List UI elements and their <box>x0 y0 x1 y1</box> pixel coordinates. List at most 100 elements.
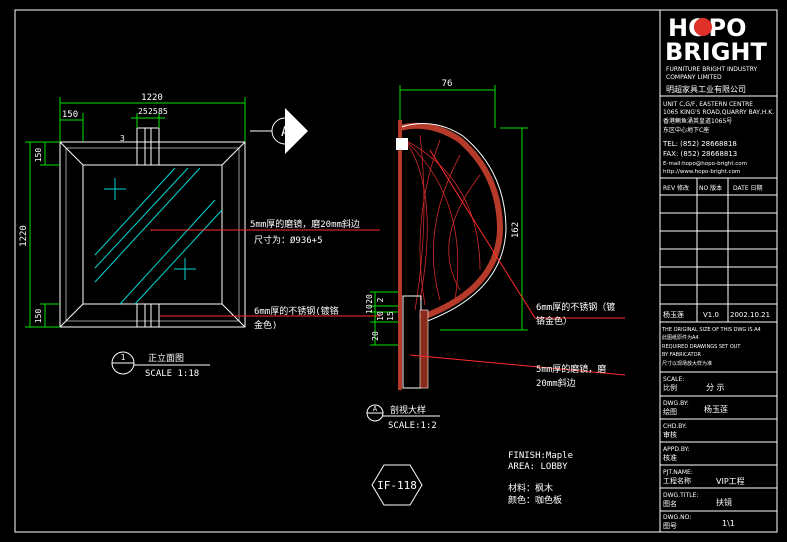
svg-text:图号: 图号 <box>663 522 677 530</box>
svg-text:http://www.hopo-bright.com: http://www.hopo-bright.com <box>663 169 740 175</box>
svg-text:E-mail:hopo@hopo-bright.com: E-mail:hopo@hopo-bright.com <box>663 161 747 167</box>
svg-text:东区中心地下C座: 东区中心地下C座 <box>663 126 709 134</box>
svg-text:核准: 核准 <box>663 453 677 462</box>
front-view-title: 正立面图 <box>148 352 184 364</box>
note-glass-line1: 5mm厚的磨镜，磨20mm斜边 <box>250 218 360 230</box>
svg-text:CHD.BY:: CHD.BY: <box>663 423 687 430</box>
section-caption: A 剖视大样 SCALE:1:2 <box>366 404 440 431</box>
title-block: HOPO BRIGHT FURNITURE BRIGHT INDUSTRY CO… <box>659 10 777 532</box>
svg-text:10: 10 <box>365 304 374 314</box>
front-dimension-lines <box>25 97 246 328</box>
svg-text:杨玉莲: 杨玉莲 <box>663 310 684 319</box>
svg-text:香港鲗鱼涌英皇道1065号: 香港鲗鱼涌英皇道1065号 <box>663 117 732 125</box>
svg-text:15: 15 <box>386 311 395 321</box>
svg-text:APPD.BY:: APPD.BY: <box>663 446 690 453</box>
dim-offset-150: 150 <box>62 110 78 120</box>
svg-text:BY FABRICATOR: BY FABRICATOR <box>662 352 702 358</box>
front-leaders <box>150 229 380 317</box>
note-steel-line2: 金色) <box>254 319 277 331</box>
svg-text:UNIT C,G/F, EASTERN CENTRE: UNIT C,G/F, EASTERN CENTRE <box>663 101 753 108</box>
frame-outer <box>59 141 246 328</box>
svg-text:20: 20 <box>365 294 374 304</box>
svg-text:DWG.TITLE:: DWG.TITLE: <box>663 492 698 499</box>
code-tag: IF-118 <box>371 464 423 506</box>
section-marker-a: A <box>250 108 308 154</box>
section-hatch-arcs <box>404 134 481 311</box>
dim-top-150: 150 <box>34 148 43 163</box>
svg-text:A: A <box>373 405 378 413</box>
svg-text:REV 修改: REV 修改 <box>663 184 689 192</box>
svg-text:分 示: 分 示 <box>706 383 725 392</box>
svg-text:杨玉莲: 杨玉莲 <box>704 404 728 414</box>
svg-text:DWG.NO:: DWG.NO: <box>663 514 691 521</box>
svg-text:THE ORIGINAL SIZE OF THIS DWG: THE ORIGINAL SIZE OF THIS DWG IS A4 <box>661 327 761 333</box>
sparkle-marks <box>104 178 196 280</box>
dim-overall-height: 1220 <box>19 225 29 247</box>
section-scale: SCALE:1:2 <box>388 421 437 431</box>
svg-text:1\1: 1\1 <box>722 519 735 528</box>
svg-text:2002.10.21: 2002.10.21 <box>730 311 770 319</box>
svg-text:1065 KING'S ROAD,QUARRY BAY,H.: 1065 KING'S ROAD,QUARRY BAY,H.K. <box>663 109 774 116</box>
svg-text:扶镜: 扶镜 <box>716 497 732 507</box>
area-line: AREA: LOBBY <box>508 462 568 472</box>
svg-text:VIP工程: VIP工程 <box>716 477 745 486</box>
svg-text:FURNITURE BRIGHT INDUSTRY: FURNITURE BRIGHT INDUSTRY <box>666 66 758 73</box>
logo-dot-icon <box>694 18 712 36</box>
svg-text:COMPANY LIMITED: COMPANY LIMITED <box>666 74 722 81</box>
note-steel-line1: 6mm厚的不锈钢(镀铬 <box>254 305 339 317</box>
curved-frame <box>399 122 504 321</box>
dim-overall-width: 1220 <box>141 93 163 103</box>
note-glass2-line1: 5mm厚的磨镜，磨 <box>536 363 606 375</box>
logo-bottom: BRIGHT <box>665 38 767 66</box>
svg-text:FAX: (852) 28668813: FAX: (852) 28668813 <box>663 150 737 158</box>
svg-text:20: 20 <box>371 331 380 341</box>
section-view: 76 162 20 2 10 10 15 20 A 剖视大样 <box>365 79 528 431</box>
section-leaders <box>409 149 626 376</box>
svg-text:1: 1 <box>121 353 126 362</box>
svg-text:DATE 日期: DATE 日期 <box>733 184 763 192</box>
material-line: 材料：枫木 <box>508 482 553 494</box>
svg-text:NO 版本: NO 版本 <box>699 184 722 192</box>
svg-text:TEL: (852) 28668818: TEL: (852) 28668818 <box>662 140 737 148</box>
glass-hatch <box>94 167 223 305</box>
svg-text:尺寸以现场放大样为准: 尺寸以现场放大样为准 <box>662 360 712 367</box>
section-title: 剖视大样 <box>390 404 426 416</box>
dim-small-a: 25 <box>138 107 148 116</box>
front-view-scale: SCALE 1:18 <box>145 369 199 379</box>
finish-line: FINISH:Maple <box>508 451 573 461</box>
company-cn: 明超家具工业有限公司 <box>666 84 746 94</box>
svg-text:图名: 图名 <box>663 499 677 508</box>
bottom-bracket <box>136 303 160 328</box>
svg-text:V1.0: V1.0 <box>703 311 719 319</box>
svg-text:绘图: 绘图 <box>663 407 677 416</box>
wall-mount <box>402 295 422 389</box>
note-steel2-line1: 6mm厚的不锈钢（镀 <box>536 301 615 313</box>
section-marker-label: A <box>281 125 289 140</box>
svg-text:工程名称: 工程名称 <box>663 476 691 485</box>
front-view: 1220 150 25 25 85 3 1220 150 150 A 1 正立面… <box>19 93 308 379</box>
code-tag-label: IF-118 <box>377 479 417 492</box>
svg-text:DWG.BY:: DWG.BY: <box>663 400 689 407</box>
dim-small-3: 3 <box>120 134 125 143</box>
front-view-caption: 1 正立面图 SCALE 1:18 <box>111 351 210 379</box>
dim-height: 162 <box>511 222 521 238</box>
svg-text:REQUIRED DRAWINGS SET OUT: REQUIRED DRAWINGS SET OUT <box>662 344 741 350</box>
svg-text:PJT.NAME:: PJT.NAME: <box>663 469 693 476</box>
note-glass2-line2: 20mm斜边 <box>536 377 576 389</box>
frame-inner <box>82 164 223 305</box>
svg-text:比例: 比例 <box>663 383 677 392</box>
dim-top-width: 76 <box>442 79 453 89</box>
note-steel2-line2: 铬金色） <box>536 315 572 327</box>
note-glass-line2: 尺寸为：Ø936+5 <box>254 234 323 246</box>
svg-text:SCALE:: SCALE: <box>663 376 684 383</box>
dim-bottom-150: 150 <box>34 309 43 324</box>
svg-text:2: 2 <box>376 297 385 302</box>
top-bracket <box>136 127 160 166</box>
dim-small-b: 25 <box>148 107 158 116</box>
dim-small-c: 85 <box>158 107 168 116</box>
finish-notes: FINISH:Maple AREA: LOBBY 材料：枫木 颜色：咖色板 <box>508 451 573 506</box>
drawing-border <box>14 9 778 533</box>
color-line: 颜色：咖色板 <box>508 494 562 506</box>
svg-text:此图纸原件为A4: 此图纸原件为A4 <box>662 334 699 341</box>
